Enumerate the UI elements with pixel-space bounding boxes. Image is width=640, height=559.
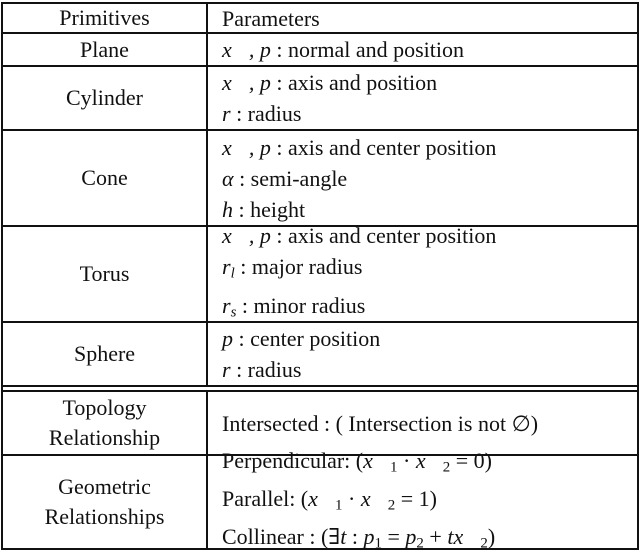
- text-segment: r: [222, 357, 231, 382]
- param-line: α : semi-angle: [222, 163, 637, 194]
- text-segment: 2: [442, 458, 451, 475]
- primitive-parameters: x⃗, p : axis and center position rl : ma…: [208, 223, 637, 321]
- relation-line: Intersected : ( Intersection is not ∅): [222, 408, 637, 439]
- relation-line: Perpendicular: (x⃗1 · x⃗2 = 0): [222, 445, 637, 483]
- text-segment: r: [222, 254, 231, 280]
- param-line: r : radius: [222, 98, 637, 129]
- text-segment: p: [222, 326, 233, 351]
- table-row-topology-relationship: Topology Relationship Intersected : ( In…: [3, 392, 637, 456]
- primitive-parameters: x⃗, p : axis and position r : radius: [208, 67, 637, 129]
- text-segment: r: [222, 101, 231, 126]
- text-segment: p: [405, 524, 417, 550]
- table-row-sphere: Sphere p : center position r : radius: [3, 323, 637, 385]
- text-segment: x⃗: [415, 447, 443, 473]
- param-line: h : height: [222, 194, 637, 225]
- relationship-definition: Perpendicular: (x⃗1 · x⃗2 = 0) Parallel:…: [208, 448, 637, 552]
- text-segment: x⃗: [363, 447, 390, 473]
- relationship-definition: Intersected : ( Intersection is not ∅): [208, 392, 637, 454]
- table-row-plane: Plane x⃗, p : normal and position: [3, 34, 637, 67]
- param-line: rs : minor radius: [222, 290, 637, 328]
- table-row-cylinder: Cylinder x⃗, p : axis and position r : r…: [3, 67, 637, 131]
- table-header-row: Primitives Parameters: [3, 4, 637, 34]
- text-segment: :: [346, 524, 364, 550]
- text-segment: : axis and center position: [270, 134, 497, 160]
- table-row-cone: Cone x⃗, p : axis and center position α …: [3, 131, 637, 227]
- text-segment: h: [222, 196, 233, 222]
- text-segment: Collinear : (∃: [222, 524, 341, 550]
- column-header-parameters: Parameters: [208, 4, 637, 32]
- primitive-name: Torus: [3, 227, 208, 321]
- text-segment: x⃗, p: [222, 223, 271, 249]
- text-segment: 1: [390, 458, 398, 475]
- table-row-torus: Torus x⃗, p : axis and center position r…: [3, 223, 637, 323]
- text-segment: x⃗, p: [222, 37, 271, 62]
- relation-line: Collinear : (∃t : p1 = p2 + tx⃗2): [222, 521, 637, 559]
- text-segment: =: [381, 524, 406, 550]
- text-segment: : semi-angle: [233, 165, 348, 191]
- text-segment: x⃗, p: [222, 134, 271, 160]
- param-line: x⃗, p : axis and center position: [222, 220, 637, 251]
- text-segment: : axis and position: [270, 70, 438, 95]
- text-segment: : normal and position: [270, 37, 464, 62]
- text-segment: l: [230, 265, 235, 282]
- param-line: r : radius: [222, 354, 637, 385]
- text-segment: x⃗: [308, 485, 336, 511]
- text-segment: t: [340, 524, 347, 550]
- text-segment: 1: [374, 535, 382, 552]
- param-line: x⃗, p : axis and center position: [222, 132, 637, 163]
- text-segment: : axis and center position: [270, 223, 497, 249]
- text-segment: 2: [387, 497, 396, 514]
- relationship-name: Geometric Relationships: [3, 456, 208, 548]
- primitive-parameters: x⃗, p : axis and center position α : sem…: [208, 131, 637, 225]
- text-segment: : center position: [233, 326, 381, 351]
- primitive-name: Plane: [3, 34, 208, 65]
- section-divider-double-rule: [3, 385, 637, 392]
- primitive-name: Cone: [3, 131, 208, 225]
- param-line: p : center position: [222, 323, 637, 354]
- text-segment: ): [530, 410, 539, 436]
- text-segment: ∅: [511, 410, 531, 436]
- primitive-name: Cylinder: [3, 67, 208, 129]
- text-segment: : radius: [230, 357, 302, 382]
- relation-line: Parallel: (x⃗1 · x⃗2 = 1): [222, 483, 637, 521]
- param-line: x⃗, p : axis and position: [222, 67, 637, 98]
- param-line: x⃗, p : normal and position: [222, 34, 637, 65]
- primitive-name: Sphere: [3, 323, 208, 385]
- text-segment: = 0): [450, 447, 492, 473]
- column-header-primitives: Primitives: [3, 4, 208, 32]
- text-segment: x⃗: [360, 485, 388, 511]
- text-segment: ): [487, 524, 496, 550]
- text-segment: Parallel: (: [222, 485, 309, 511]
- text-segment: p: [363, 524, 375, 550]
- text-segment: : height: [233, 196, 306, 222]
- text-segment: ·: [342, 485, 361, 511]
- text-segment: t: [447, 524, 454, 550]
- text-segment: 1: [335, 497, 343, 514]
- text-segment: ·: [397, 447, 416, 473]
- text-segment: x⃗: [453, 524, 481, 550]
- text-segment: 2: [480, 535, 488, 552]
- text-segment: : minor radius: [236, 292, 366, 318]
- text-segment: : major radius: [234, 254, 363, 280]
- text-segment: α: [222, 165, 234, 191]
- primitive-parameters: p : center position r : radius: [208, 323, 637, 385]
- table-row-geometric-relationships: Geometric Relationships Perpendicular: (…: [3, 448, 637, 552]
- text-segment: +: [423, 524, 448, 550]
- column-header-parameters-label: Parameters: [222, 5, 320, 31]
- text-segment: r: [222, 292, 231, 318]
- text-segment: : radius: [230, 101, 302, 126]
- relationship-name: Topology Relationship: [3, 392, 208, 454]
- text-segment: Intersected : ( Intersection is not: [222, 410, 512, 436]
- primitive-parameters: x⃗, p : normal and position: [208, 34, 637, 65]
- text-segment: = 1): [395, 485, 437, 511]
- text-segment: Perpendicular: (: [222, 447, 364, 473]
- param-line: rl : major radius: [222, 251, 637, 289]
- text-segment: s: [230, 303, 237, 320]
- text-segment: 2: [416, 535, 424, 552]
- text-segment: x⃗, p: [222, 70, 271, 95]
